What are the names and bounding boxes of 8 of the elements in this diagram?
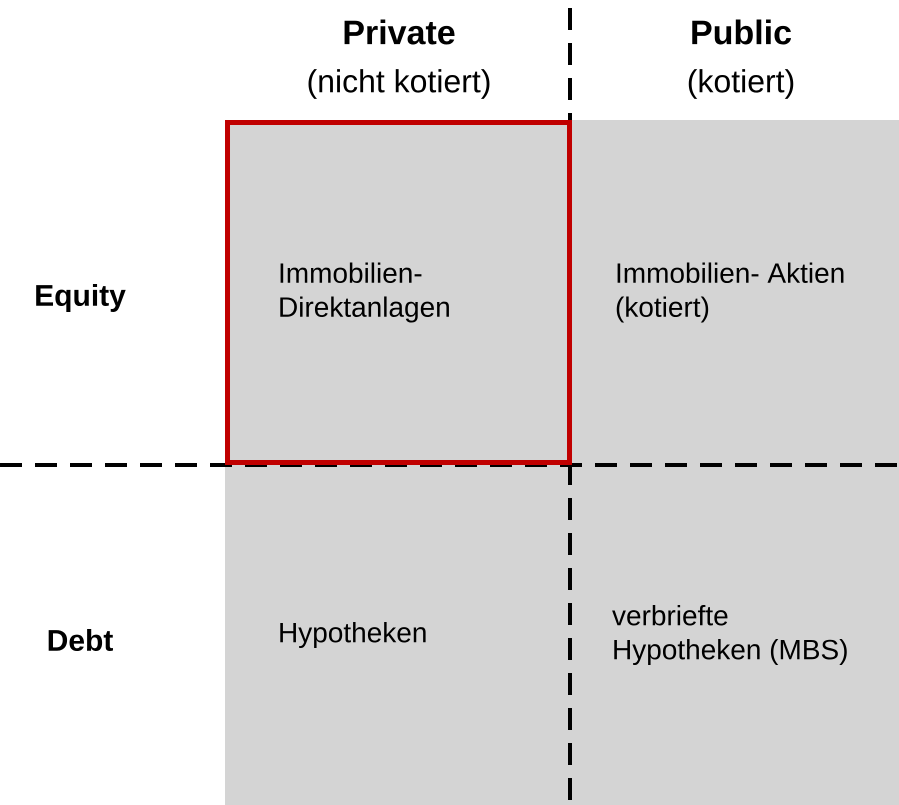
cell: Hypotheken bbox=[225, 465, 572, 805]
row-label: Debt bbox=[48, 628, 113, 652]
header-text: Public bbox=[692, 20, 792, 44]
cell: Immobilien- Aktien (kotiert) bbox=[572, 120, 899, 465]
header-text: Private bbox=[344, 20, 455, 44]
header-text: (nicht kotiert) bbox=[308, 69, 490, 99]
cell: verbriefte Hypotheken (MBS) bbox=[572, 465, 899, 805]
row-label: Equity bbox=[36, 284, 126, 312]
